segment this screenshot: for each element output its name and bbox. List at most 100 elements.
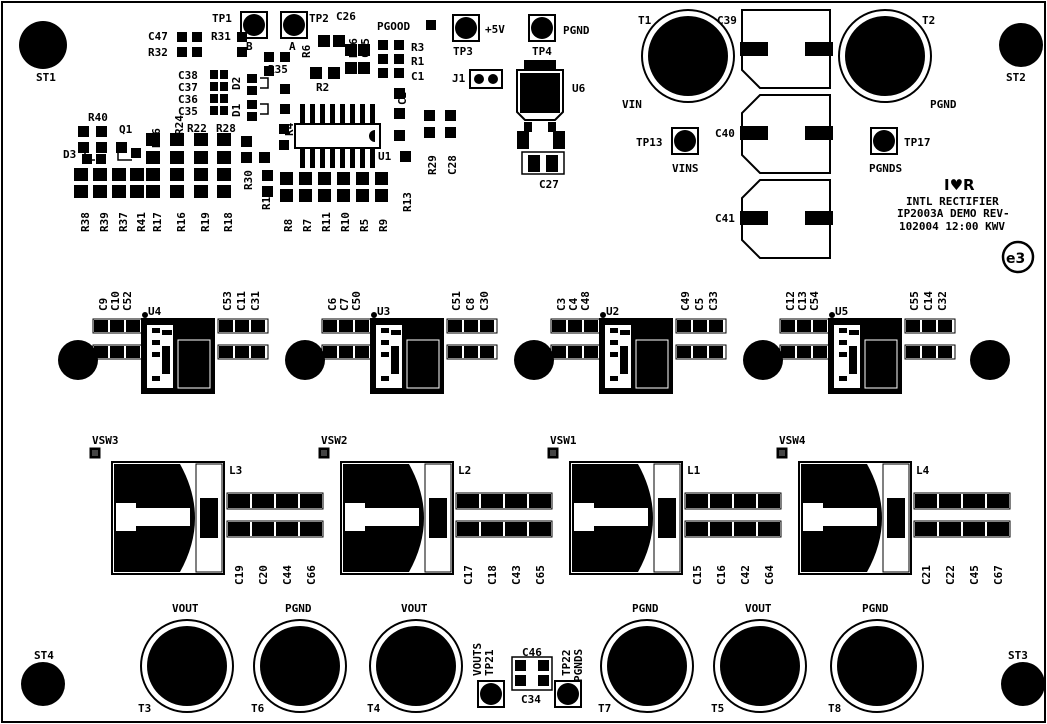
label-a: A bbox=[289, 40, 296, 53]
label-cap: C12 bbox=[784, 291, 797, 311]
mounting-hole bbox=[999, 23, 1043, 67]
test-point-tp4 bbox=[531, 17, 553, 39]
label-r32: R32 bbox=[148, 46, 168, 59]
resistor-row2-labels: R8 R7 R11 R10 R5 R9 bbox=[282, 212, 390, 232]
mounting-pad bbox=[514, 340, 554, 380]
label-pgnds-bottom: PGNDS bbox=[572, 649, 585, 682]
label-r17: R17 bbox=[151, 212, 164, 232]
mounting-pad bbox=[58, 340, 98, 380]
ic-u1: U1 bbox=[294, 104, 392, 168]
label-cap: C11 bbox=[235, 291, 248, 311]
test-point-tp21 bbox=[480, 683, 502, 705]
label-cap: C42 bbox=[739, 565, 752, 585]
label-r38: R38 bbox=[79, 212, 92, 232]
label-cap: C18 bbox=[486, 565, 499, 585]
test-point-tp2 bbox=[283, 14, 305, 36]
inductor-l1 bbox=[569, 461, 683, 575]
label-cap: C8 bbox=[464, 298, 477, 311]
label-r8: R8 bbox=[282, 219, 295, 232]
label-u6: U6 bbox=[572, 82, 586, 95]
label-c47: C47 bbox=[148, 30, 168, 43]
capacitor-c40 bbox=[740, 94, 833, 174]
test-point-tp1 bbox=[243, 14, 265, 36]
label-r11: R11 bbox=[320, 212, 333, 232]
label-ic: U4 bbox=[148, 305, 162, 318]
label-vins: VINS bbox=[672, 162, 699, 175]
label-r7: R7 bbox=[301, 219, 314, 232]
label-cap: C5 bbox=[693, 298, 706, 311]
label-cap: C30 bbox=[478, 291, 491, 311]
label-r39: R39 bbox=[98, 212, 111, 232]
label-inductor: L3 bbox=[229, 464, 242, 477]
rohs-e3-mark bbox=[1001, 240, 1035, 274]
terminal-name: VOUT bbox=[401, 602, 428, 615]
terminal-name: PGND bbox=[632, 602, 659, 615]
label-c36: C36 bbox=[178, 93, 198, 106]
label-r29: R29 bbox=[426, 155, 439, 175]
label-r18: R18 bbox=[222, 212, 235, 232]
label-pgnds: PGNDS bbox=[869, 162, 902, 175]
label-cap: C9 bbox=[97, 298, 110, 311]
label-tp17: TP17 bbox=[904, 136, 931, 149]
label-cap: C3 bbox=[555, 298, 568, 311]
label-r37: R37 bbox=[117, 212, 130, 232]
label-d2: D2 bbox=[230, 77, 243, 90]
label-r13: R13 bbox=[401, 192, 414, 212]
label-cap: C20 bbox=[257, 565, 270, 585]
label-cap: C51 bbox=[450, 291, 463, 311]
label-ic: U3 bbox=[377, 305, 390, 318]
terminal-name: PGND bbox=[862, 602, 889, 615]
label-cap: C45 bbox=[968, 565, 981, 585]
mounting-hole bbox=[21, 662, 65, 706]
mounting-hole-label: ST3 bbox=[1008, 649, 1028, 662]
label-cap: C6 bbox=[326, 297, 339, 311]
label-tp13: TP13 bbox=[636, 136, 663, 149]
input-section: T1 T2 VIN PGND TP13 VINS TP17 PGNDS C39 … bbox=[622, 9, 1035, 274]
label-c2: C2 bbox=[396, 92, 409, 105]
label-cap: C55 bbox=[908, 291, 921, 311]
resistor-row-labels: R38 R39 R37 R41 R17 R16 R19 R18 bbox=[79, 212, 235, 232]
label-r31: R31 bbox=[211, 30, 231, 43]
mounting-pad bbox=[970, 340, 1010, 380]
label-cap: C43 bbox=[510, 565, 523, 585]
label-cap: C44 bbox=[281, 565, 294, 585]
label-t2: T2 bbox=[922, 14, 935, 27]
label-ic: U2 bbox=[606, 305, 619, 318]
board-revision: IP2003A DEMO REV- bbox=[897, 207, 1010, 220]
inductor-l2 bbox=[340, 461, 454, 575]
mounting-hole-label: ST2 bbox=[1006, 71, 1026, 84]
label-vsw: VSW1 bbox=[550, 434, 577, 447]
label-c37: C37 bbox=[178, 81, 198, 94]
label-cap: C52 bbox=[121, 291, 134, 311]
sense-section: VOUTS TP21 TP22 PGNDS C46 C34 bbox=[471, 643, 585, 708]
label-cap: C54 bbox=[808, 291, 821, 311]
inductor-l4 bbox=[798, 461, 912, 575]
label-cap: C65 bbox=[534, 565, 547, 585]
label-c41: C41 bbox=[715, 212, 735, 225]
label-cap: C33 bbox=[707, 291, 720, 311]
label-c39: C39 bbox=[717, 14, 737, 27]
label-tp1: TP1 bbox=[212, 12, 232, 25]
label-ic: U5 bbox=[835, 305, 848, 318]
label-r4: R4 bbox=[283, 122, 296, 136]
label-vsw: VSW3 bbox=[92, 434, 119, 447]
label-d3: D3 bbox=[63, 148, 76, 161]
label-cap: C14 bbox=[922, 291, 935, 311]
label-cap: C64 bbox=[763, 565, 776, 585]
label-c27: C27 bbox=[539, 178, 559, 191]
label-r41: R41 bbox=[135, 212, 148, 232]
label-r22: R22 bbox=[187, 122, 207, 135]
label-r6: R6 bbox=[300, 44, 313, 58]
label-r19: R19 bbox=[199, 212, 212, 232]
label-r1: R1 bbox=[411, 55, 425, 68]
control-section: TP1 TP2 B A C26 R6 R36 C25 PGOOD R3 R1 C… bbox=[63, 10, 590, 232]
label-cap: C4 bbox=[567, 297, 580, 311]
label-r5: R5 bbox=[358, 219, 371, 232]
